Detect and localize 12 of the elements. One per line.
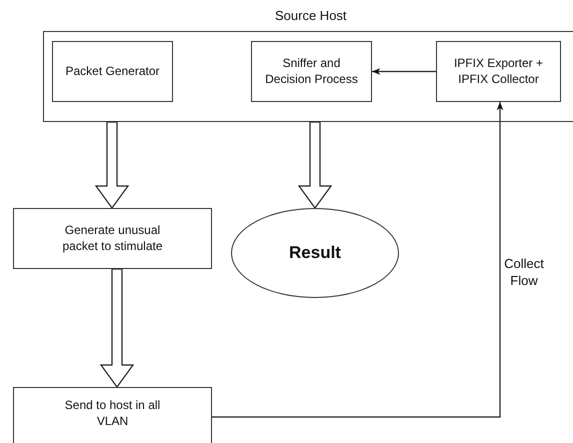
block-arrow [100, 268, 134, 388]
container-title: Source Host [275, 8, 347, 25]
arrow [212, 102, 504, 418]
block-arrow [94, 121, 130, 210]
arrow [372, 68, 436, 75]
result-ellipse: Result [231, 208, 399, 298]
block-arrow [298, 121, 332, 210]
process-box: IPFIX Exporter + IPFIX Collector [436, 41, 561, 102]
process-box: Sniffer and Decision Process [251, 41, 372, 102]
process-box: Packet Generator [52, 41, 173, 102]
process-box: Generate unusual packet to stimulate [13, 208, 212, 269]
process-box: Send to host in all VLAN [13, 387, 212, 443]
